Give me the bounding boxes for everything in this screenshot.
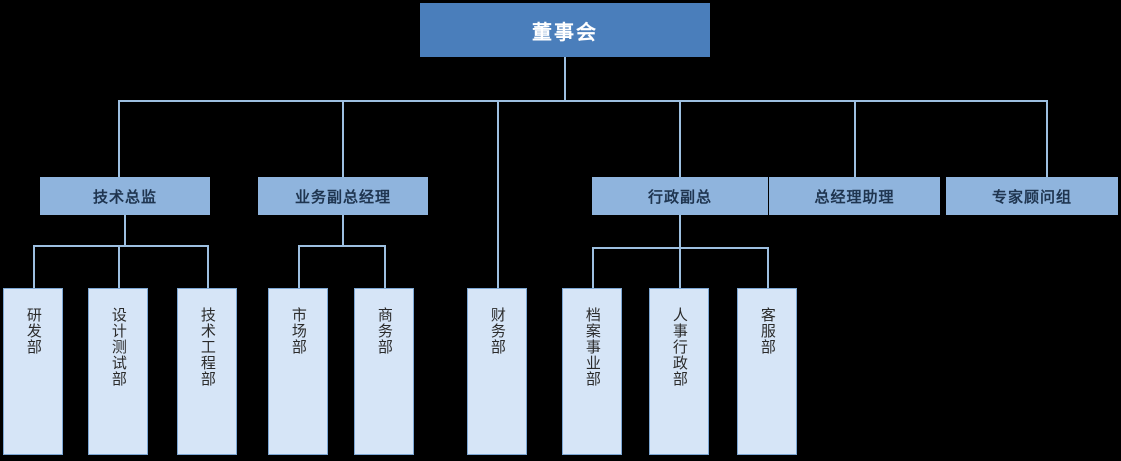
org-node-tech-director[interactable]: 技术总监 [40,177,210,215]
connector-drop-business-vp [342,100,344,177]
connector-stem-business-vp [342,215,344,246]
connector-drop-service-dept [767,247,769,288]
org-node-label: 总经理助理 [814,187,895,206]
connector-stem-tech-director [124,215,126,246]
connector-bus-tech-director [33,245,209,247]
org-node-label: 行政副总 [647,187,712,206]
connector-drop-admin-vp [679,100,681,177]
org-node-gm-assistant[interactable]: 总经理助理 [769,177,940,215]
org-node-rnd-dept[interactable]: 研发部 [3,288,63,455]
org-node-service-dept[interactable]: 客服部 [737,288,797,455]
org-node-label: 设计测试部 [109,307,128,387]
connector-stem-admin-vp [679,215,681,248]
org-node-label: 人事行政部 [670,307,689,387]
org-node-marketing-dept[interactable]: 市场部 [268,288,328,455]
org-node-business-vp[interactable]: 业务副总经理 [258,177,428,215]
connector-drop-hr-admin-dept [679,247,681,288]
connector-drop-tech-director [118,100,120,177]
org-node-label: 专家顾问组 [991,187,1072,206]
org-node-commerce-dept[interactable]: 商务部 [354,288,414,455]
connector-drop-rnd-dept [33,245,35,288]
org-node-tech-eng-dept[interactable]: 技术工程部 [177,288,237,455]
org-node-label: 研发部 [24,307,43,355]
org-node-hr-admin-dept[interactable]: 人事行政部 [649,288,709,455]
org-node-label: 商务部 [375,307,394,355]
connector-drop-marketing-dept [298,245,300,288]
org-node-expert-group[interactable]: 专家顾问组 [946,177,1118,215]
org-node-label: 客服部 [758,307,777,355]
org-node-label: 董事会 [532,19,598,44]
org-node-admin-vp[interactable]: 行政副总 [592,177,768,215]
connector-root-stem [564,57,566,101]
connector-drop-commerce-dept [384,245,386,288]
org-node-label: 市场部 [289,307,308,355]
org-node-archive-dept[interactable]: 档案事业部 [562,288,622,455]
connector-drop-tech-eng-dept [207,245,209,288]
connector-drop-design-test-dept [118,245,120,288]
org-node-label: 档案事业部 [583,307,602,387]
org-node-label: 技术工程部 [198,307,217,387]
org-node-label: 业务副总经理 [294,187,391,206]
org-node-label: 财务部 [488,307,507,355]
connector-drop-gm-assistant [854,100,856,177]
org-node-board[interactable]: 董事会 [420,3,710,57]
connector-drop-finance-dept [497,100,499,288]
org-node-finance-dept[interactable]: 财务部 [467,288,527,455]
org-node-label: 技术总监 [92,187,157,206]
connector-bus-business-vp [298,245,386,247]
org-node-design-test-dept[interactable]: 设计测试部 [88,288,148,455]
connector-drop-expert-group [1046,100,1048,177]
connector-drop-archive-dept [592,247,594,288]
connector-main-bus [118,100,1047,102]
